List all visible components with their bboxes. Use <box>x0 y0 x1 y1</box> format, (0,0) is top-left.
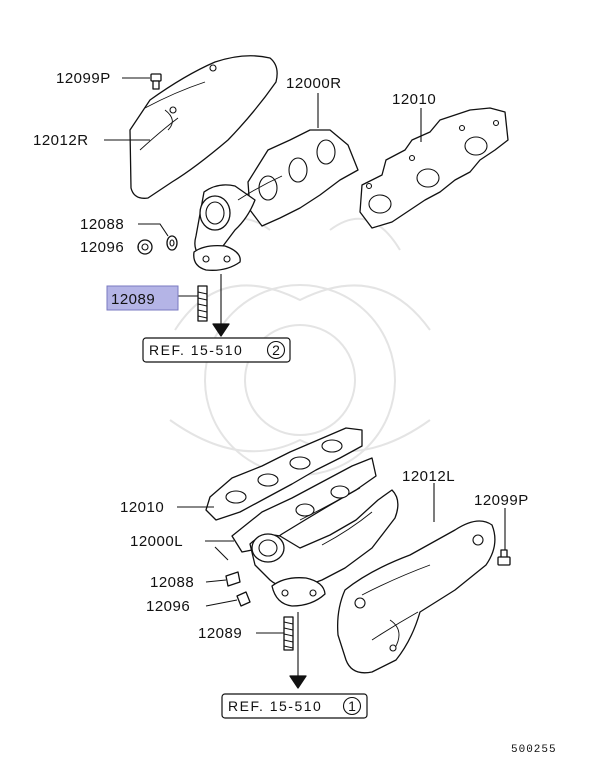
reference-text-bottom: REF. 15-510 <box>228 698 322 714</box>
leader-lines-bottom <box>177 483 506 689</box>
exhaust-manifold-left[interactable] <box>231 457 399 607</box>
gasket-12010-top[interactable] <box>359 107 509 229</box>
diagram-code: 500255 <box>511 744 557 756</box>
washer-12096-bottom[interactable] <box>236 591 251 607</box>
label-12088-top: 12088 <box>80 216 124 233</box>
nut-12088-top[interactable] <box>166 235 178 251</box>
label-12089-top: 12089 <box>111 291 155 308</box>
label-12099p-bottom: 12099P <box>474 492 529 509</box>
gasket-12010-bottom[interactable] <box>205 427 363 521</box>
label-12000r: 12000R <box>286 75 342 92</box>
leader-lines-top <box>104 77 422 337</box>
reference-number-bottom: 1 <box>348 698 356 714</box>
label-12010-top: 12010 <box>392 91 436 108</box>
stud-12089-bottom[interactable] <box>283 616 294 651</box>
label-12012r: 12012R <box>33 132 89 149</box>
reference-number-top: 2 <box>272 342 280 358</box>
bolt-12099p-top[interactable] <box>150 73 162 90</box>
reference-text-top: REF. 15-510 <box>149 342 243 358</box>
reference-box-top[interactable]: REF. 15-510 2 <box>142 337 291 363</box>
label-12000l: 12000L <box>130 533 183 550</box>
heat-shield-left[interactable] <box>337 520 496 674</box>
bolt-12099p-bottom[interactable] <box>497 549 511 566</box>
washer-12096-top[interactable] <box>137 239 153 255</box>
exhaust-manifold-right[interactable] <box>193 129 359 271</box>
reference-box-bottom[interactable]: REF. 15-510 1 <box>221 693 368 719</box>
label-12089-bottom: 12089 <box>198 625 242 642</box>
label-12088-bottom: 12088 <box>150 574 194 591</box>
highlight-box-12089 <box>106 285 179 311</box>
label-12012l: 12012L <box>402 468 455 485</box>
label-12096-top: 12096 <box>80 239 124 256</box>
stud-12089-top[interactable] <box>197 285 208 322</box>
label-12096-bottom: 12096 <box>146 598 190 615</box>
heat-shield-right[interactable] <box>129 55 278 199</box>
label-12099p-top: 12099P <box>56 70 111 87</box>
nut-12088-bottom[interactable] <box>225 571 241 587</box>
label-12010-bottom: 12010 <box>120 499 164 516</box>
